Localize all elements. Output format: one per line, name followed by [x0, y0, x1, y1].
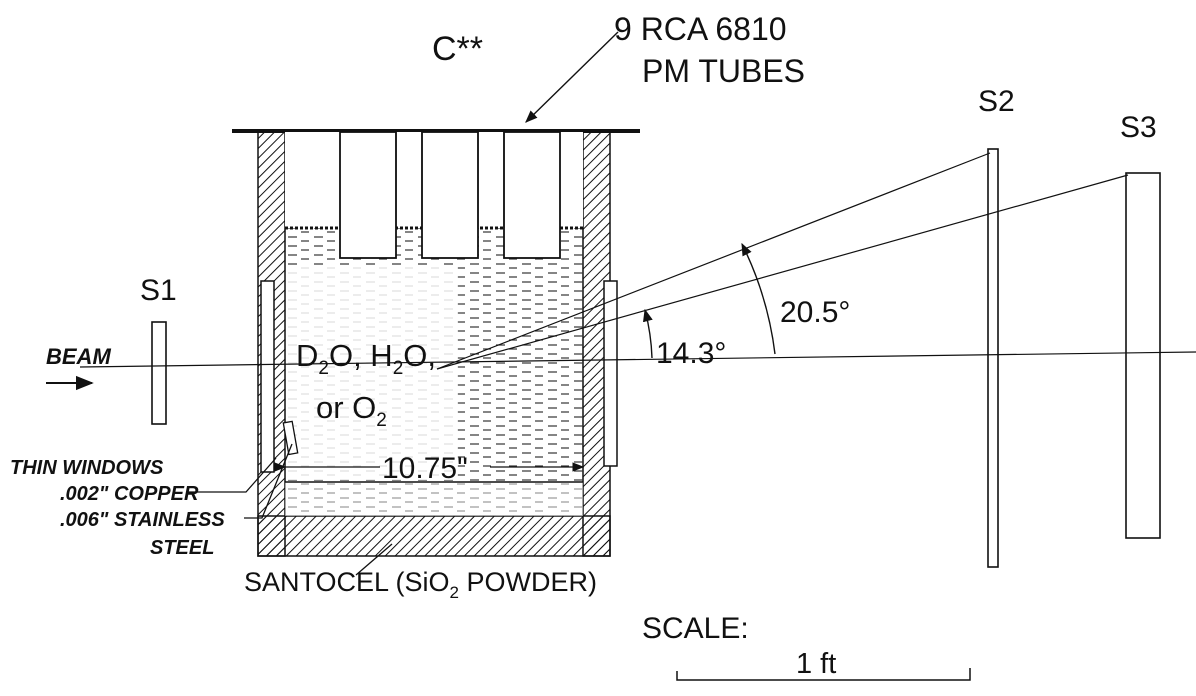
label-liquid-line1: D2O, H2O,	[296, 338, 436, 379]
label-pm-tubes-1: 9 RCA 6810	[614, 11, 787, 47]
label-c-star: C**	[432, 30, 483, 68]
counter-s2	[987, 148, 999, 568]
label-s3: S3	[1120, 111, 1157, 144]
counter-s1	[151, 321, 167, 425]
label-scale: SCALE:	[642, 612, 749, 645]
ray-to-s3	[436, 174, 1129, 370]
stainless-leader	[244, 443, 293, 519]
pm-tubes-leader	[525, 31, 619, 123]
label-pm-tubes-2: PM TUBES	[642, 53, 805, 89]
entrance-window	[260, 280, 275, 473]
label-liquid-line2: or O2	[316, 390, 387, 431]
pm-tube-2	[421, 131, 479, 259]
label-copper: .002" COPPER	[60, 483, 199, 505]
scale-bar	[676, 668, 971, 681]
pm-tube-3	[503, 131, 561, 259]
angle-arc-20	[741, 242, 776, 355]
ray-to-s2	[436, 152, 991, 370]
label-stainless-2: STEEL	[150, 537, 214, 559]
label-s1: S1	[140, 274, 177, 307]
vessel-bottom-fill	[285, 482, 583, 516]
santocel-floor	[257, 515, 611, 557]
stainless-window	[282, 420, 299, 456]
liquid-highlight	[288, 265, 458, 480]
label-width: 10.75"	[382, 452, 468, 485]
pm-tube-1	[339, 131, 397, 259]
label-stainless-1: .006" STAINLESS	[60, 509, 225, 531]
counter-s3	[1125, 172, 1161, 539]
label-beam: BEAM	[46, 344, 111, 369]
copper-leader	[186, 457, 277, 493]
label-angle-20: 20.5°	[780, 296, 850, 329]
label-angle-14: 14.3°	[656, 337, 726, 370]
label-thin-windows: THIN WINDOWS	[10, 457, 164, 479]
label-scale-length: 1 ft	[796, 648, 836, 680]
exit-window	[603, 280, 618, 467]
angle-arc-14	[642, 308, 653, 359]
beam-axis	[79, 351, 1196, 368]
santocel-leader	[355, 543, 393, 576]
label-santocel: SANTOCEL (SiO2 POWDER)	[244, 567, 597, 602]
label-s2: S2	[978, 85, 1015, 118]
